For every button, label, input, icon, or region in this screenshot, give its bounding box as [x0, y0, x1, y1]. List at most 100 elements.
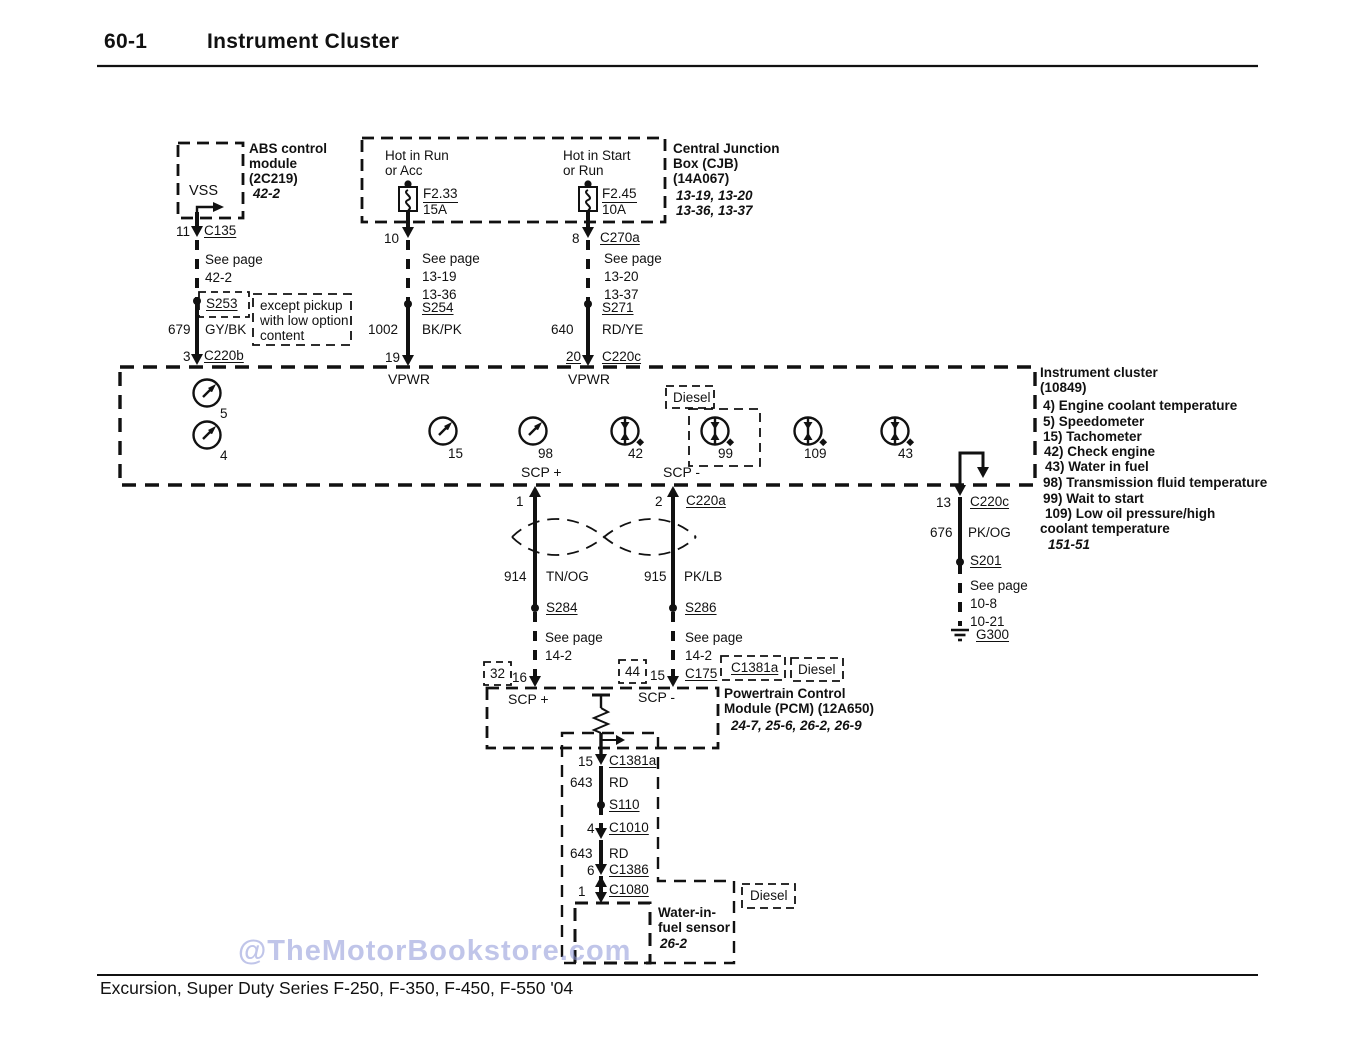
splice-dot-s286 [669, 604, 677, 612]
cluster-name-line: Instrument cluster [1040, 365, 1158, 380]
vss-signal-label: VSS [189, 183, 219, 199]
connector-label: C220a [686, 493, 726, 508]
page-number: 60-1 [104, 30, 148, 53]
see-page-label: See page [205, 252, 263, 267]
pin-label: 4 [587, 821, 595, 836]
pcm-name-line: Powertrain Control [724, 686, 846, 701]
connector-label: C1080 [609, 882, 649, 897]
cjb-name-line: Box (CJB) [673, 156, 739, 171]
diesel-tag: Diesel [750, 888, 788, 903]
see-page-num: 13-37 [604, 287, 639, 302]
connector-arrow-icon [595, 828, 607, 839]
legend-item: 15) Tachometer [1043, 429, 1142, 444]
c1381a-tag-box [720, 655, 786, 681]
splice-dot-s110 [597, 801, 605, 809]
circuit-number: 679 [168, 322, 191, 337]
lamp-id: 99 [718, 446, 734, 461]
instrument-cluster-box [118, 365, 1037, 487]
twisted-pair-icon [511, 518, 697, 556]
see-page-num: 13-36 [422, 287, 457, 302]
abs-name-line: (2C219) [249, 171, 298, 186]
pin-label: 20 [566, 349, 582, 364]
see-page-label: See page [970, 578, 1028, 593]
wire-color: PK/OG [968, 525, 1011, 540]
connector-arrow-icon [667, 676, 679, 687]
pin-tag-32-box [483, 661, 512, 686]
connector-label: C1386 [609, 862, 649, 877]
splice-label: S110 [609, 797, 640, 812]
see-page-num: 10-21 [970, 614, 1005, 629]
legend-item: 42) Check engine [1044, 444, 1156, 459]
connector-arrow-icon [529, 486, 541, 497]
lamp-id: 42 [628, 446, 644, 461]
wire-color: TN/OG [546, 569, 589, 584]
fuse-name: F2.33 [423, 186, 458, 203]
note-line: content [260, 328, 305, 343]
wire-color: PK/LB [684, 569, 723, 584]
arrow-down-icon [977, 467, 989, 478]
connector-arrow-icon [582, 227, 594, 238]
fuse-f233-icon [398, 179, 418, 212]
wire-color: BK/PK [422, 322, 462, 337]
legend-item: 99) Wait to start [1043, 491, 1144, 506]
cluster-page-ref: 151-51 [1048, 537, 1091, 552]
legend-item: 98) Transmission fluid temperature [1043, 475, 1268, 490]
pin-tag: 44 [625, 664, 641, 679]
cjb-name-line: (14A067) [673, 171, 730, 186]
connector-label: C1381a [609, 753, 657, 768]
see-page-label: See page [422, 251, 480, 266]
connector-tag: C1381a [731, 660, 779, 675]
pcm-name-line: Module (PCM) (12A650) [724, 701, 875, 716]
scp-minus-label: SCP - [638, 689, 676, 705]
lamp-id: 109 [804, 446, 827, 461]
connector-arrow-icon [402, 227, 414, 238]
lamp-id: 43 [898, 446, 914, 461]
gauge-id: 5 [220, 406, 228, 421]
scp-minus-label: SCP - [663, 464, 701, 480]
splice-dot-s271 [584, 300, 592, 308]
vss-pigtail-icon [195, 202, 224, 218]
splice-dot-s254 [404, 300, 412, 308]
circuit-number: 1002 [368, 322, 399, 337]
see-page-label: See page [685, 630, 743, 645]
diesel-tag-box-wif [741, 883, 796, 909]
wif-sensor-name: Water-in- [658, 905, 716, 920]
hot-label: or Acc [385, 163, 423, 178]
pcm-page-ref: 24-7, 25-6, 26-2, 26-9 [731, 718, 862, 733]
legend-item: 43) Water in fuel [1045, 459, 1149, 474]
pin-label: 19 [385, 350, 401, 365]
gauge-tachometer-icon [428, 416, 458, 446]
scp-plus-label: SCP + [521, 464, 562, 480]
connector-arrow-icon [529, 676, 541, 687]
cjb-name-line: Central Junction [673, 141, 780, 156]
connector-arrow-icon [402, 355, 414, 366]
connector-mate-icon [595, 876, 607, 887]
gauge-id: 98 [538, 446, 554, 461]
cluster-internal-link-wire [958, 451, 985, 485]
abs-name-line: module [249, 156, 298, 171]
splice-dot-s284 [531, 604, 539, 612]
see-page-num: 14-2 [545, 648, 573, 663]
diesel-tag-box-pcm [790, 657, 844, 682]
pin-tag: 32 [490, 666, 506, 681]
wif-sensor-name: fuel sensor [658, 920, 731, 935]
connector-label: C270a [600, 230, 640, 245]
connector-arrow-icon [954, 485, 966, 496]
splice-dot-s201 [956, 558, 964, 566]
ground-label: G300 [976, 627, 1010, 642]
circuit-number: 915 [644, 569, 667, 584]
connector-arrow-icon [595, 754, 607, 765]
diesel-enclosure-box [560, 731, 736, 965]
wif-sensor-box [573, 901, 652, 965]
gauge-coolant-temp-icon [192, 420, 222, 450]
pin-label: 10 [384, 231, 400, 246]
diesel-tag: Diesel [673, 390, 711, 405]
diesel-tag: Diesel [798, 662, 836, 677]
gauge-id: 4 [220, 448, 228, 463]
connector-label: C175 [685, 666, 718, 681]
pin-label: 1 [516, 494, 524, 509]
fuse-f245-icon [578, 179, 598, 212]
circuit-number: 914 [504, 569, 527, 584]
wire-color: RD [609, 775, 629, 790]
splice-label: S254 [422, 300, 454, 315]
